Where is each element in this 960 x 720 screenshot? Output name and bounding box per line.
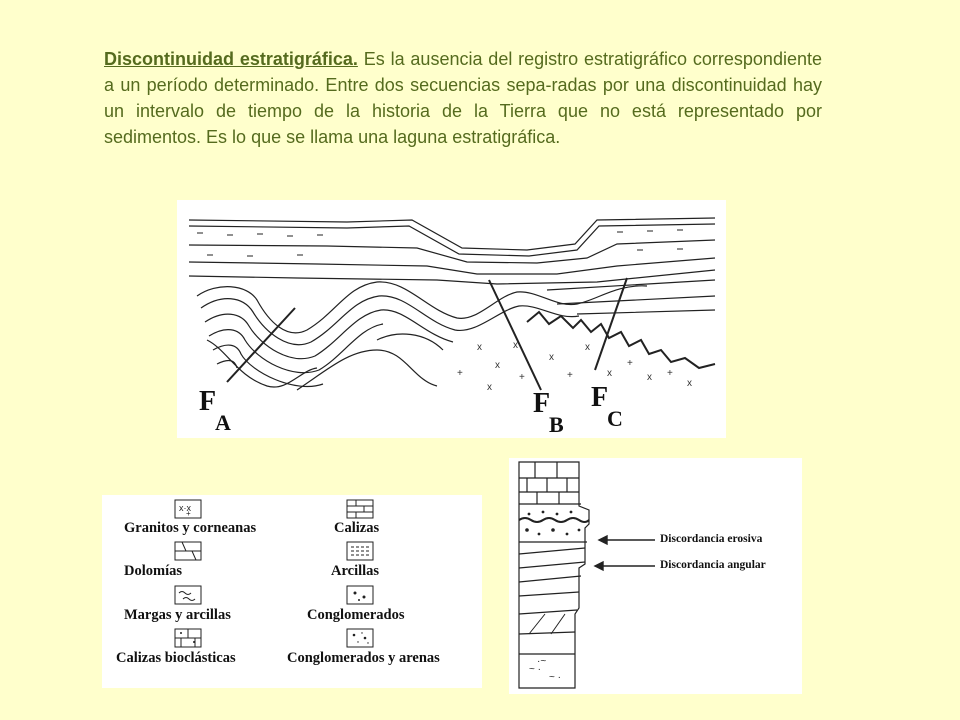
legend-label-arcillas: Arcillas <box>331 563 380 579</box>
limestone-pattern-icon <box>346 499 374 519</box>
legend-label-calizas: Calizas <box>334 520 380 536</box>
svg-text:+: + <box>567 370 573 381</box>
svg-text:x: x <box>549 352 554 363</box>
legend-label-conglomerados-arenas: Conglomerados y arenas <box>287 650 440 666</box>
svg-text:x: x <box>513 340 518 351</box>
bioclastic-limestone-pattern-icon <box>174 628 202 648</box>
definition-heading: Discontinuidad estratigráfica. <box>104 49 358 69</box>
fault-a-letter: F <box>199 386 216 417</box>
svg-text:x: x <box>647 372 652 383</box>
label-discordancia-angular: Discordancia angular <box>660 559 766 571</box>
label-discordancia-erosiva: Discordancia erosiva <box>660 533 763 545</box>
stratigraphic-column-figure: ~ · ~ ··~ Discordancia erosiva Discordanc… <box>509 458 802 694</box>
svg-text:+: + <box>186 509 191 518</box>
legend-label-margas: Margas y arcillas <box>124 607 231 623</box>
svg-text:~ ·: ~ · <box>549 672 561 683</box>
svg-text:x: x <box>495 360 500 371</box>
svg-text:·~: ·~ <box>537 656 546 667</box>
lithology-legend: x·x+ Granitos y corneanas Dolomías Marga… <box>102 495 482 688</box>
dolomite-pattern-icon <box>174 541 202 561</box>
cross-section-drawing: xxx +x+ x+x x+x +x F A F B F C <box>188 217 716 437</box>
svg-text:x·x: x·x <box>179 503 191 513</box>
fault-c-sub: C <box>607 406 623 431</box>
fault-b-letter: F <box>533 388 550 419</box>
svg-text:x: x <box>687 378 692 389</box>
svg-text:+: + <box>667 368 673 379</box>
marl-pattern-icon <box>174 585 202 605</box>
legend-label-calizas-bioclasticas: Calizas bioclásticas <box>116 650 236 666</box>
svg-text:+: + <box>457 368 463 379</box>
legend-label-conglomerados: Conglomerados <box>307 607 405 623</box>
svg-text:~ ·: ~ · <box>529 664 541 675</box>
fault-b-sub: B <box>549 412 564 437</box>
fault-a-sub: A <box>215 410 231 435</box>
legend-label-dolomias: Dolomías <box>124 563 182 579</box>
clay-pattern-icon <box>346 541 374 561</box>
svg-text:x: x <box>487 382 492 393</box>
svg-text:x: x <box>477 342 482 353</box>
stratigraphic-column-drawing: ~ · ~ ··~ <box>518 461 655 689</box>
definition-body: Es la ausencia del registro estratigráfi… <box>104 49 822 147</box>
svg-text:+: + <box>519 372 525 383</box>
legend-label-granitos: Granitos y corneanas <box>124 520 257 536</box>
svg-text:+: + <box>627 358 633 369</box>
granite-pattern-icon: x·x+ <box>174 499 202 519</box>
conglomerate-sand-pattern-icon <box>346 628 374 648</box>
svg-text:x: x <box>585 342 590 353</box>
svg-text:x: x <box>607 368 612 379</box>
fault-c-letter: F <box>591 382 608 413</box>
conglomerate-pattern-icon <box>346 585 374 605</box>
definition-paragraph: Discontinuidad estratigráfica. Es la aus… <box>104 46 822 150</box>
